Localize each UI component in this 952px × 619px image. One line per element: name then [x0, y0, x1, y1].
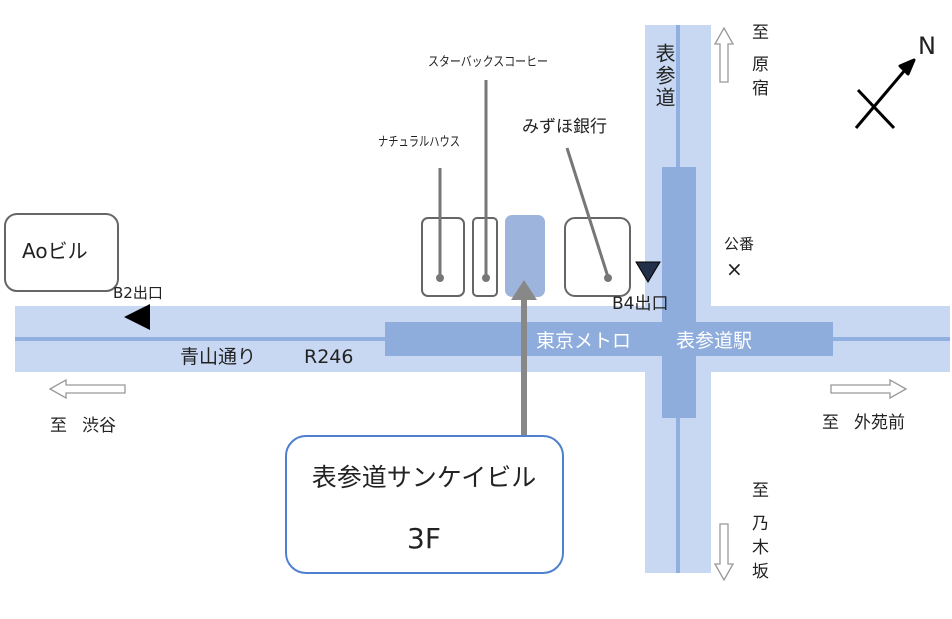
- aoyama-dori-label: 青山通り: [180, 346, 256, 368]
- metro-line-label: 東京メトロ: [536, 330, 631, 352]
- b2-exit-label: B2出口: [113, 284, 163, 302]
- destination-floor-label: 3F: [407, 522, 441, 555]
- destination-pointer-head: [511, 280, 537, 300]
- route-label: R246: [304, 346, 353, 368]
- destination-building-label: 表参道サンケイビル: [312, 463, 537, 492]
- to-west-destination: 渋谷: [82, 416, 116, 436]
- mizuho-leader: [565, 147, 610, 278]
- omotesando-label: 表参道: [652, 43, 676, 109]
- to-south-prefix: 至: [752, 481, 769, 501]
- metro-station-vertical: [662, 167, 696, 418]
- ao-building-label: Aoビル: [22, 239, 88, 263]
- to-east-prefix: 至: [822, 413, 839, 433]
- b2-exit-marker: [124, 304, 150, 330]
- natural-house-dot: [436, 274, 444, 282]
- natural-house-building: [421, 217, 465, 297]
- mizuho-bank-building: [564, 217, 631, 297]
- police-box-icon: ×: [726, 257, 743, 281]
- arrow-west-icon: [48, 378, 126, 400]
- sankei-building-highlight: [505, 215, 545, 297]
- to-west-prefix: 至: [50, 416, 67, 436]
- compass-icon: [854, 58, 916, 130]
- to-north-prefix: 至: [752, 23, 769, 43]
- arrow-east-icon: [830, 378, 908, 400]
- metro-station-horizontal: [385, 322, 833, 356]
- arrow-north-icon: [713, 26, 735, 83]
- natural-house-label: ナチュラルハウス: [378, 135, 460, 150]
- mizuho-bank-label: みずほ銀行: [522, 117, 607, 137]
- to-north-char-1: 原: [752, 55, 769, 75]
- to-south-char-2: 木: [752, 538, 769, 558]
- destination-callout: [285, 435, 564, 574]
- b4-exit-marker: [635, 261, 661, 283]
- police-box-label: 公番: [724, 235, 754, 253]
- to-north-char-2: 宿: [752, 79, 769, 99]
- starbucks-label: スターバックスコーヒー: [428, 55, 548, 70]
- arrow-south-icon: [713, 523, 735, 582]
- b4-exit-label: B4出口: [612, 294, 668, 314]
- mizuho-dot: [604, 274, 612, 282]
- to-south-char-1: 乃: [752, 514, 769, 534]
- metro-station-label: 表参道駅: [676, 330, 752, 352]
- starbucks-dot: [482, 274, 490, 282]
- ao-building: [4, 213, 119, 292]
- compass-north-label: N: [918, 32, 936, 60]
- to-south-char-3: 坂: [752, 562, 769, 582]
- to-east-destination: 外苑前: [854, 413, 905, 433]
